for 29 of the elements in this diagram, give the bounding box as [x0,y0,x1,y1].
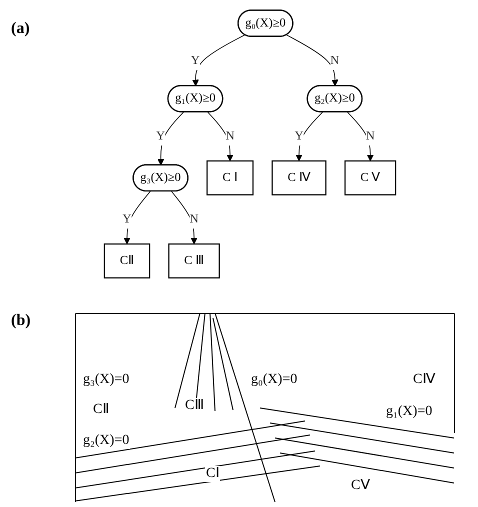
edge-label: N [190,212,199,226]
edge-label: N [226,129,234,142]
region-label: g₂(X)=0 [82,433,130,449]
edge-label: N [366,129,375,142]
edge-label: N [330,54,340,68]
node-box: C Ⅴ [344,160,396,196]
region-label: CⅢ [184,398,206,414]
arrow [207,112,234,162]
arrow [192,34,246,86]
edge-label: Y [122,212,132,226]
region-label: CⅠ [205,466,220,482]
arrow [296,112,324,162]
arrow [157,112,184,166]
node-box: CⅡ [104,243,150,278]
panel-letter: (a) [10,20,31,38]
edge-label: Y [190,54,200,68]
region-label: g₃(X)=0 [82,372,130,388]
arrow [286,34,338,86]
edge-label: Y [294,129,304,142]
panel-letter: (b) [10,312,32,330]
region-label: g₁(X)=0 [385,404,434,420]
arrow [124,190,151,244]
node-box: C Ⅲ [168,243,220,278]
region-label: g₀(X)=0 [250,372,298,388]
node-box: C Ⅰ [206,160,254,196]
edge-label: Y [156,129,165,142]
arrow [171,190,198,244]
arrow [347,112,374,162]
node-box: C Ⅳ [272,160,326,196]
